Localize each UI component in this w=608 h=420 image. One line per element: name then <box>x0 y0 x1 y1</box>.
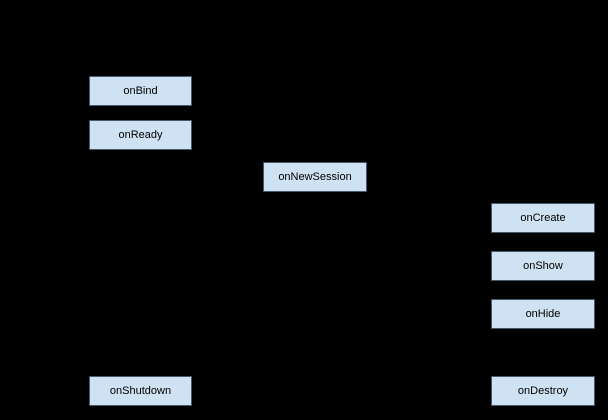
node-onhide: onHide <box>491 299 595 329</box>
node-onbind: onBind <box>89 76 192 106</box>
node-onshutdown: onShutdown <box>89 376 192 406</box>
node-onready: onReady <box>89 120 192 150</box>
node-ondestroy: onDestroy <box>491 376 595 406</box>
node-oncreate: onCreate <box>491 203 595 233</box>
node-onnewsession: onNewSession <box>263 162 367 192</box>
node-onshow: onShow <box>491 251 595 281</box>
